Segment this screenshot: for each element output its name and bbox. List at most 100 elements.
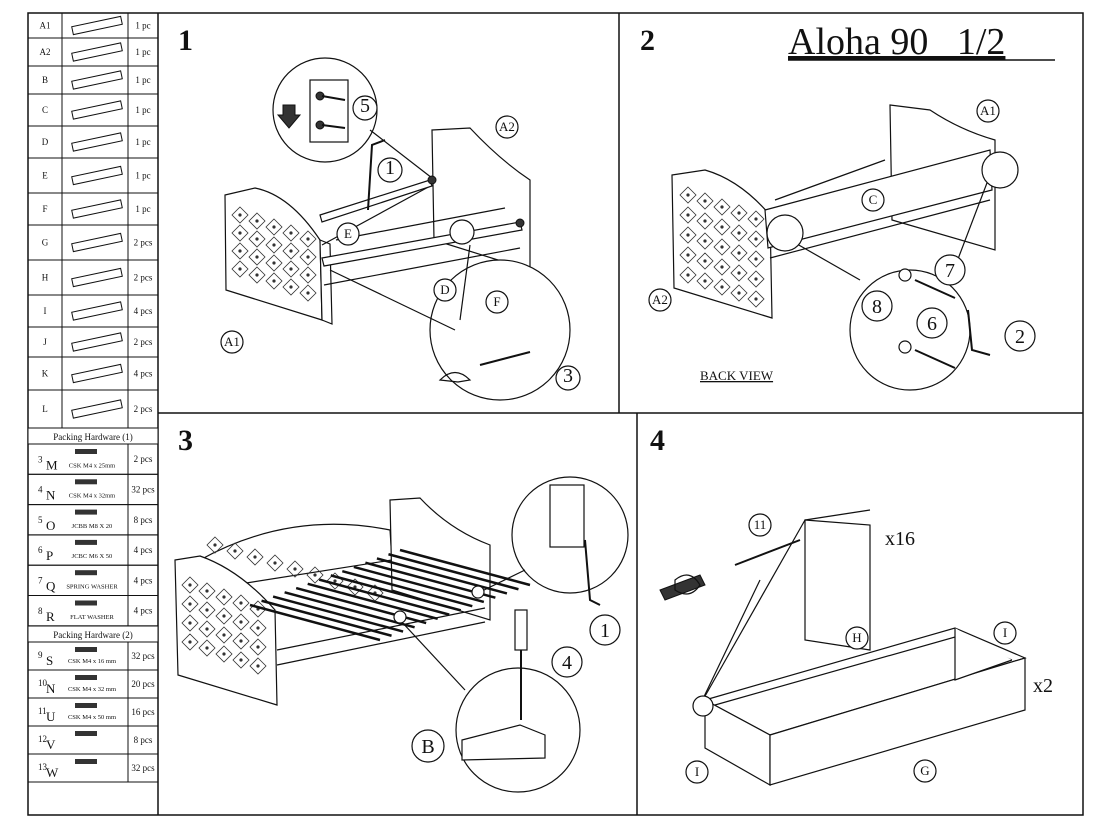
hw1-num: 3 — [38, 454, 43, 464]
part-sketch — [71, 301, 123, 321]
step-1-callout: 5 — [352, 95, 378, 121]
hw1-icon — [75, 600, 97, 606]
part-sketch — [71, 165, 123, 186]
part-qty: 2 pcs — [134, 404, 153, 414]
part-qty: 2 pcs — [134, 238, 153, 248]
part-code: C — [42, 105, 48, 115]
hw2-desc: CSK M4 x 32 mm — [68, 686, 116, 693]
part-qty: 1 pc — [135, 47, 150, 57]
svg-text:8: 8 — [872, 296, 882, 318]
svg-text:A1: A1 — [224, 334, 240, 349]
step-1-number: 1 — [178, 24, 193, 57]
step-2-callout: 8 — [861, 290, 893, 322]
hw1-desc: CSK M4 x 25mm — [69, 462, 115, 469]
step-4-part-label: I — [685, 760, 709, 784]
hw2-num: 11 — [38, 706, 47, 716]
step-4-part-label: G — [913, 759, 937, 783]
hw2-code: U — [46, 709, 56, 724]
step-4-part-label: I — [993, 621, 1017, 645]
hw1-desc: JCBC M6 X 50 — [72, 553, 113, 560]
svg-text:D: D — [440, 282, 449, 297]
hw2-code: N — [46, 681, 56, 696]
step-2-part-label: A1 — [976, 99, 1000, 123]
part-sketch — [71, 199, 123, 219]
hw2-qty: 16 pcs — [131, 707, 155, 717]
svg-text:H: H — [852, 630, 861, 645]
svg-text:A2: A2 — [652, 292, 668, 307]
step-4-multiplier: x2 — [1033, 675, 1053, 697]
svg-text:C: C — [869, 192, 878, 207]
step-2-callout: 6 — [916, 307, 948, 339]
part-code: L — [42, 404, 48, 414]
hw2-desc: CSK M4 x 16 mm — [68, 658, 116, 665]
hw1-num: 7 — [38, 576, 43, 586]
hw2-num: 12 — [38, 734, 47, 744]
step-2-diagram — [671, 104, 1019, 391]
step-2-callout: 2 — [1004, 320, 1036, 352]
svg-text:I: I — [1003, 625, 1007, 640]
svg-text:A1: A1 — [980, 103, 996, 118]
svg-text:4: 4 — [562, 652, 572, 674]
svg-text:G: G — [920, 763, 929, 778]
part-code: G — [42, 238, 49, 248]
part-sketch — [71, 42, 123, 62]
hardware-2-header: Packing Hardware (2) — [53, 630, 132, 640]
hw1-desc: JCBB M8 X 20 — [72, 523, 113, 530]
hw2-code: W — [46, 765, 59, 780]
svg-text:1: 1 — [600, 620, 610, 642]
svg-text:2: 2 — [1015, 326, 1025, 348]
hw1-code: R — [46, 609, 55, 624]
part-sketch — [71, 363, 123, 384]
step-4-number: 4 — [650, 424, 665, 457]
svg-text:6: 6 — [927, 313, 937, 335]
part-code: I — [44, 306, 47, 316]
step-4-callout: 11 — [748, 513, 772, 537]
svg-text:A2: A2 — [499, 119, 515, 134]
hw2-qty: 32 pcs — [131, 763, 155, 773]
part-sketch — [71, 132, 123, 152]
step-4-part-label: H — [845, 626, 869, 650]
step-4-multiplier: x16 — [885, 528, 915, 550]
part-qty: 1 pc — [135, 171, 150, 181]
hw2-num: 10 — [38, 678, 48, 688]
hw2-desc: CSK M4 x 50 mm — [68, 714, 116, 721]
part-qty: 4 pcs — [134, 306, 153, 316]
part-code: E — [42, 171, 48, 181]
hw2-num: 9 — [38, 650, 43, 660]
step-1-part-label: E — [336, 222, 360, 246]
part-qty: 1 pc — [135, 204, 150, 214]
step-3-diagram — [174, 476, 629, 793]
hw1-icon — [75, 509, 97, 515]
part-code: J — [43, 337, 47, 347]
step-1-part-label: A2 — [495, 115, 519, 139]
hw1-code: N — [46, 488, 56, 503]
step-1-callout: 1 — [377, 157, 403, 183]
part-sketch — [71, 267, 123, 288]
part-code: F — [42, 204, 47, 214]
step-4-diagram — [659, 509, 1027, 787]
part-qty: 1 pc — [135, 105, 150, 115]
hw1-qty: 8 pcs — [134, 515, 153, 525]
part-sketch — [71, 232, 123, 253]
hw2-icon — [75, 675, 97, 680]
hw1-qty: 2 pcs — [134, 454, 153, 464]
step-1-part-label: D — [433, 278, 457, 302]
part-code: A2 — [40, 47, 51, 57]
hw2-icon — [75, 731, 97, 736]
svg-text:1: 1 — [385, 157, 395, 179]
step-1-part-label: F — [485, 290, 509, 314]
hw1-code: O — [46, 518, 55, 533]
part-code: A1 — [40, 21, 51, 31]
page-title: Aloha 90 1/2 — [788, 21, 1005, 63]
hw1-desc: SPRING WASHER — [66, 584, 118, 591]
svg-text:3: 3 — [563, 365, 573, 387]
hw2-code: V — [46, 737, 56, 752]
step-2-callout: 7 — [934, 254, 966, 286]
hw1-qty: 32 pcs — [131, 484, 155, 494]
hw1-num: 4 — [38, 485, 43, 495]
hw2-qty: 8 pcs — [134, 735, 153, 745]
hw1-icon — [75, 479, 97, 485]
svg-text:E: E — [344, 226, 352, 241]
